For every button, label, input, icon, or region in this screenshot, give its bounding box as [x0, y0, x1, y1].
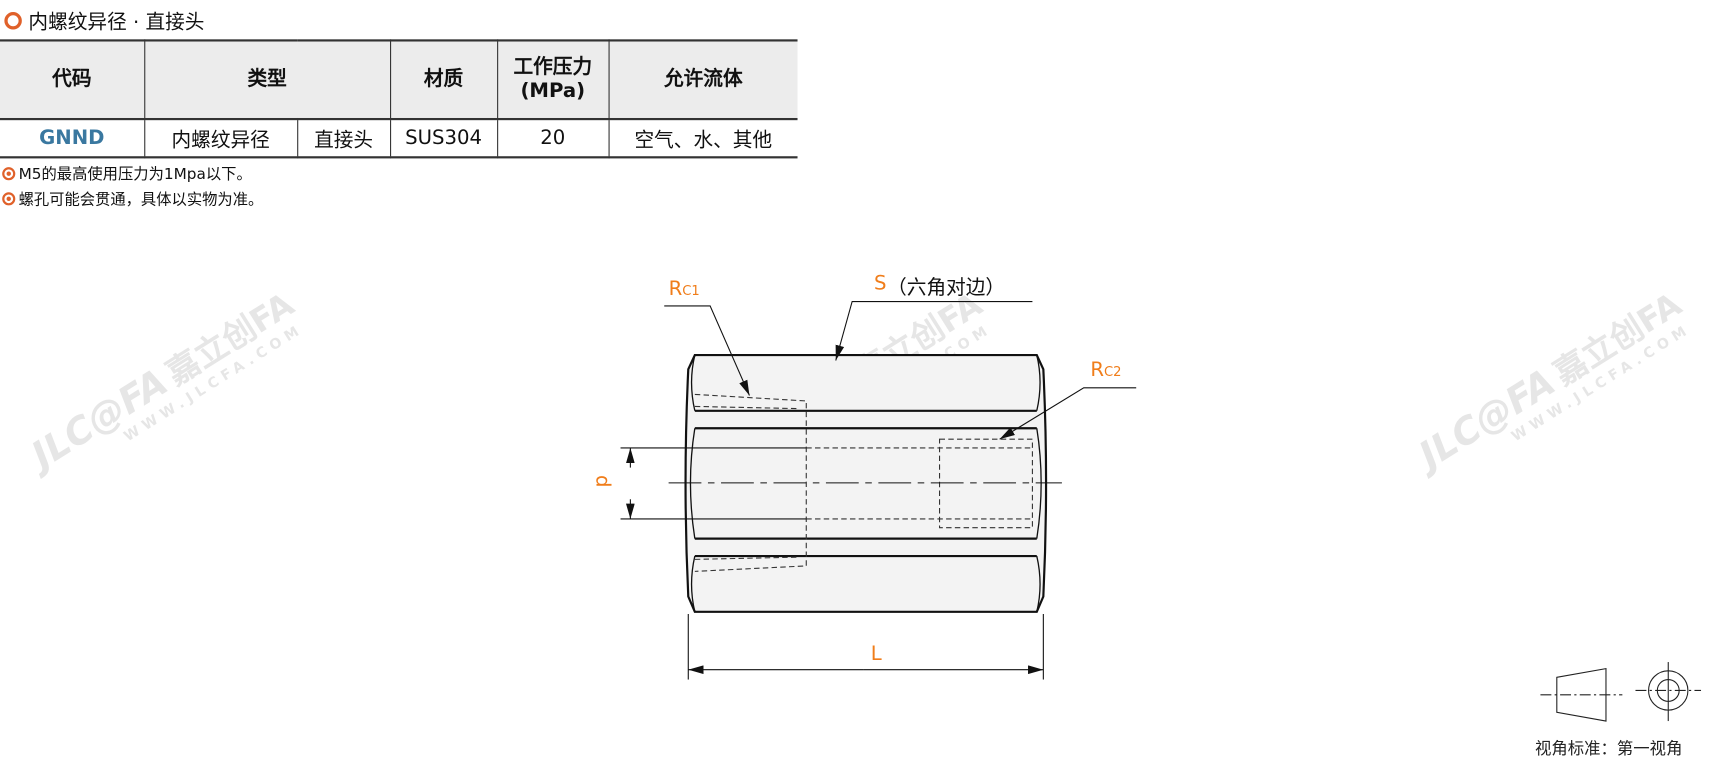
ring-icon: [4, 12, 22, 30]
note-text: M5的最高使用压力为1Mpa以下。: [18, 166, 252, 184]
section-title: 内螺纹异径 · 直接头: [4, 7, 204, 35]
dimension-lines: [620, 300, 1137, 680]
cell-material: SUS304: [389, 119, 498, 158]
s-description: （六角对边）: [887, 276, 1006, 300]
cell-type1: 内螺纹异径: [143, 119, 298, 158]
header-type: 类型: [143, 40, 391, 120]
projection-label: 视角标准：第一视角: [1534, 738, 1683, 759]
d-label: d: [591, 474, 615, 488]
note-2: 螺孔可能会贯通，具体以实物为准。: [2, 188, 263, 210]
s-label: S: [874, 272, 887, 295]
header-pressure: 工作压力(MPa): [496, 40, 609, 120]
header-material: 材质: [389, 40, 498, 120]
bullet-icon: [2, 192, 16, 206]
cell-fluid: 空气、水、其他: [607, 119, 798, 158]
header-pressure-line1: 工作压力: [513, 55, 593, 79]
note-1: M5的最高使用压力为1Mpa以下。: [2, 163, 252, 185]
cell-pressure: 20: [496, 119, 609, 158]
projection-symbol-icon: [1540, 662, 1702, 722]
note-text: 螺孔可能会贯通，具体以实物为准。: [18, 191, 264, 209]
header-pressure-line2: (MPa): [520, 79, 586, 103]
l-label: L: [870, 642, 882, 666]
rc1-label: RC1: [668, 277, 700, 301]
bullet-icon: [2, 167, 16, 181]
cell-code[interactable]: GNND: [39, 126, 105, 150]
cell-type2: 直接头: [296, 119, 391, 158]
table-header-row: 代码 类型 材质 工作压力(MPa) 允许流体: [0, 40, 798, 120]
table-row: GNND 内螺纹异径 直接头 SUS304 20 空气、水、其他: [0, 119, 798, 158]
spec-table: 代码 类型 材质 工作压力(MPa) 允许流体 GNND 内螺纹异径 直接头 S…: [0, 39, 798, 158]
section-title-text: 内螺纹异径 · 直接头: [28, 10, 205, 34]
header-code: 代码: [0, 40, 145, 120]
rc2-label: RC2: [1090, 358, 1122, 382]
header-fluid: 允许流体: [607, 40, 798, 120]
